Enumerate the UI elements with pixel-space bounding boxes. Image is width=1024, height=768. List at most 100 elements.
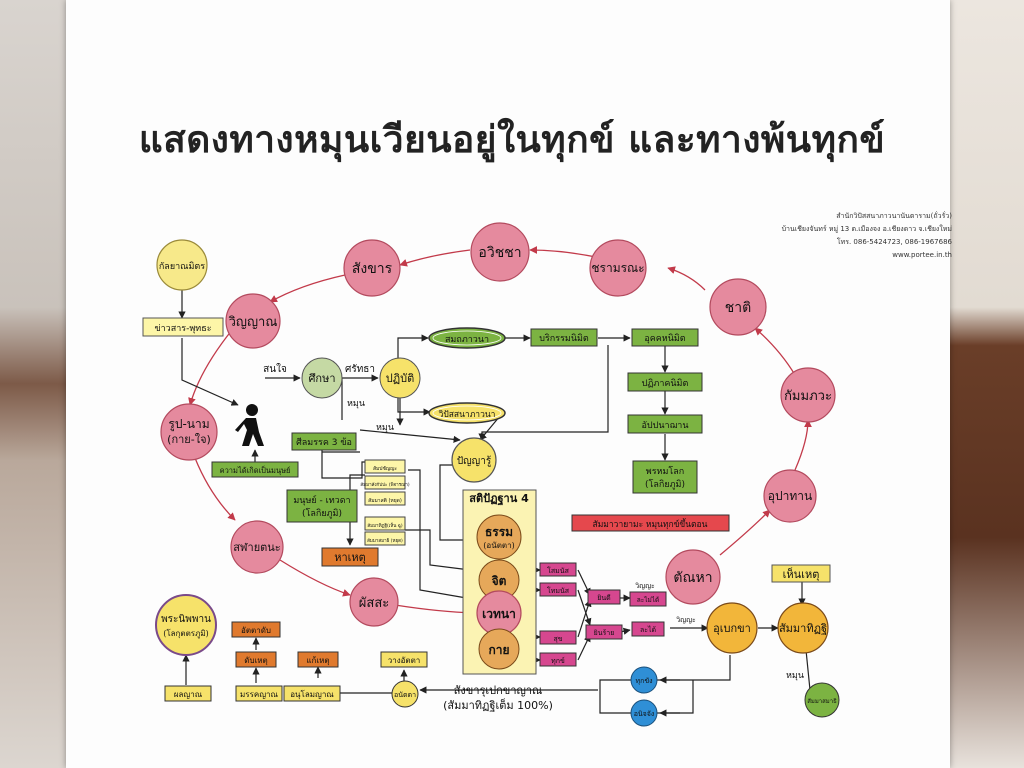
samatha-label: สมถภาวนา	[445, 335, 489, 345]
node-kaya: กาย	[478, 628, 520, 670]
suk-label: สุข	[553, 635, 562, 643]
wangatta-label: วางอัตตา	[388, 656, 421, 665]
news-label: ข่าวสาร-พุทธะ	[154, 324, 211, 334]
node-rupanama: รูป-นาม (กาย-ใจ)	[160, 403, 218, 461]
node-anatta: อนัตตา	[391, 680, 419, 708]
small-box-5: สัมมาสมาธิ (หยุด)	[367, 538, 403, 544]
tuk-label: ทุกข์	[551, 657, 565, 665]
tomanat-label: โทมนัส	[547, 586, 570, 595]
node-tanha: ตัณหา	[665, 549, 721, 605]
panya-label: ปัญญารู้	[457, 455, 492, 467]
uggaha-label: อุคคหนิมิต	[644, 333, 685, 344]
sammaditthi-label: สัมมาทิฏฐิ	[779, 622, 827, 635]
yindi-label: ยินดี	[597, 594, 610, 602]
sonjai-label: สนใจ	[263, 363, 287, 375]
phalayan-label: ผลญาณ	[174, 690, 203, 699]
node-avijja: อวิชชา	[470, 222, 530, 282]
org-address: บ้านเชียงจันทร์ หมู่ 13 ต.เมืองจง อ.เชีย…	[781, 225, 952, 233]
upekkha-label: อุเบกขา	[713, 622, 751, 635]
sankharupekkha-sub: (สัมมาทิฏฐิเต็ม 100%)	[443, 698, 553, 712]
organization-info: สำนักวิปัสสนาภาวนานันตาราม(ถั่วรั่ว) บ้า…	[700, 210, 952, 262]
node-upekkha: อุเบกขา	[706, 602, 758, 654]
phrom-sub: (โลกิยภูมิ)	[645, 479, 685, 490]
box-henhet: เห็นเหตุ	[771, 564, 831, 583]
yinrai-label: ยินร้าย	[594, 629, 615, 637]
org-name: สำนักวิปัสสนาภาวนานันตาราม(ถั่วรั่ว)	[836, 212, 952, 220]
small-box-2: สัมมาสังกัปปะ (พิจารณา)	[360, 482, 409, 488]
box-appana: อัปปนาฌาน	[627, 414, 703, 434]
room-right-background	[940, 0, 1024, 768]
phrom-label: พรหมโลก	[646, 466, 684, 477]
upadana-label: อุปาทาน	[768, 489, 812, 504]
node-jati: ชาติ	[709, 278, 767, 336]
kammabhava-label: กัมมภวะ	[784, 389, 832, 404]
tanha-label: ตัณหา	[673, 570, 712, 586]
suksa-label: ศึกษา	[308, 372, 335, 385]
satipatthana-header: สติปัฏฐาน 4	[469, 492, 529, 506]
vinnana-label: วิญญาณ	[228, 315, 278, 330]
mun-label-1: หมุน	[347, 399, 365, 409]
vinnana-b-label: วิญญะ	[676, 616, 696, 624]
box-news: ข่าวสาร-พุทธะ	[142, 317, 224, 337]
jaramarana-label: ชรามรณะ	[591, 261, 644, 275]
manut-sub: (โลกิยภูมิ)	[302, 508, 342, 519]
anulomayan-label: อนุโลมญาณ	[290, 689, 334, 699]
box-phrom: พรหมโลก (โลกิยภูมิ)	[632, 460, 698, 494]
box-kaehet: แก้เหตุ	[297, 651, 339, 668]
org-web: www.portee.in.th	[892, 251, 952, 259]
sattha-label: ศรัทธา	[345, 364, 375, 375]
node-suksa: ศึกษา	[301, 357, 343, 399]
salayatana-label: สฬายตนะ	[233, 541, 280, 554]
box-phalayan: ผลญาณ	[164, 685, 212, 702]
patibat-label: ปฏิบัติ	[386, 372, 415, 385]
node-patibat: ปฏิบัติ	[379, 357, 421, 399]
nibbana-sub: (โลกุตตรภูมิ)	[163, 628, 209, 639]
aniccang-label: อนิจจัง	[634, 710, 655, 718]
node-jaramarana: ชรามรณะ	[589, 239, 647, 297]
sammavayama-label: สัมมาวายามะ หมุนทุกข์ขึ้นตอน	[593, 518, 708, 530]
box-sammavayama: สัมมาวายามะ หมุนทุกข์ขึ้นตอน	[571, 514, 730, 532]
sammasamadhi-label: สัมมาสมาธิ	[807, 698, 837, 705]
room-left-background	[0, 0, 75, 768]
vedana-label: เวทนา	[482, 607, 516, 621]
box-borikamma: บริกรรมนิมิต	[530, 328, 598, 347]
node-salayatana: สฬายตนะ	[230, 520, 284, 574]
vinnana-a-label: วิญญะ	[635, 582, 655, 590]
attatab-label: อัตตาดับ	[241, 626, 271, 635]
org-phone: โทร. 086-5424723, 086-1967686	[836, 238, 952, 246]
silamakk-label: ศีลมรรค 3 ข้อ	[296, 437, 352, 448]
labmaidai-label: ละไม่ได้	[637, 596, 660, 604]
box-manut: มนุษย์ - เทวดา (โลกิยภูมิ)	[286, 489, 358, 523]
node-nibbana: พระนิพพาน (โลกุตตรภูมิ)	[155, 594, 217, 656]
node-upadana: อุปาทาน	[763, 469, 817, 523]
feeling-boxes: โสมนัส โทมนัส สุข ทุกข์ ยินดี ยินร้าย ละ…	[539, 562, 696, 667]
box-khwam-dai: ความได้เกิดเป็นมนุษย์	[211, 461, 299, 478]
small-box-1: สัมปชัญญะ	[373, 466, 397, 472]
dhamma-label: ธรรม	[485, 525, 513, 539]
node-sankhara: สังขาร	[343, 239, 401, 297]
khwam-dai-label: ความได้เกิดเป็นมนุษย์	[220, 465, 291, 475]
jit-label: จิต	[492, 574, 507, 588]
box-patibhaga: ปฏิภาคนิมิต	[627, 372, 703, 392]
mun-label-2: หมุน	[376, 423, 394, 433]
small-box-group: สัมปชัญญะ สัมมาสังกัปปะ (พิจารณา) สัมมาส…	[360, 459, 410, 546]
appana-label: อัปปนาฌาน	[642, 421, 689, 431]
anatta-label: อนัตตา	[394, 691, 416, 699]
phassa-label: ผัสสะ	[359, 596, 389, 611]
box-dabhet: ดับเหตุ	[235, 651, 277, 668]
makkayan-label: มรรคญาณ	[240, 690, 279, 699]
poster-title: แสดงทางหมุนเวียนอยู่ในทุกข์ และทางพ้นทุก…	[138, 118, 886, 161]
node-kammabhava: กัมมภวะ	[780, 367, 836, 423]
box-wangatta: วางอัตตา	[380, 651, 428, 668]
node-dhamma: ธรรม (อนัตตา)	[476, 514, 522, 560]
box-anulomayan: อนุโลมญาณ	[283, 685, 341, 702]
vipassana-label: วิปัสสนาภาวนา	[438, 410, 495, 420]
rupanama-sub: (กาย-ใจ)	[167, 433, 211, 446]
patibhaga-label: ปฏิภาคนิมิต	[642, 378, 689, 389]
small-box-3: สัมมาสติ (หยุด)	[368, 497, 402, 504]
borikamma-label: บริกรรมนิมิต	[539, 333, 589, 344]
node-sammaditthi: สัมมาทิฏฐิ	[777, 602, 829, 654]
ladai-label: ละได้	[640, 625, 656, 634]
kaya-label: กาย	[488, 643, 509, 657]
